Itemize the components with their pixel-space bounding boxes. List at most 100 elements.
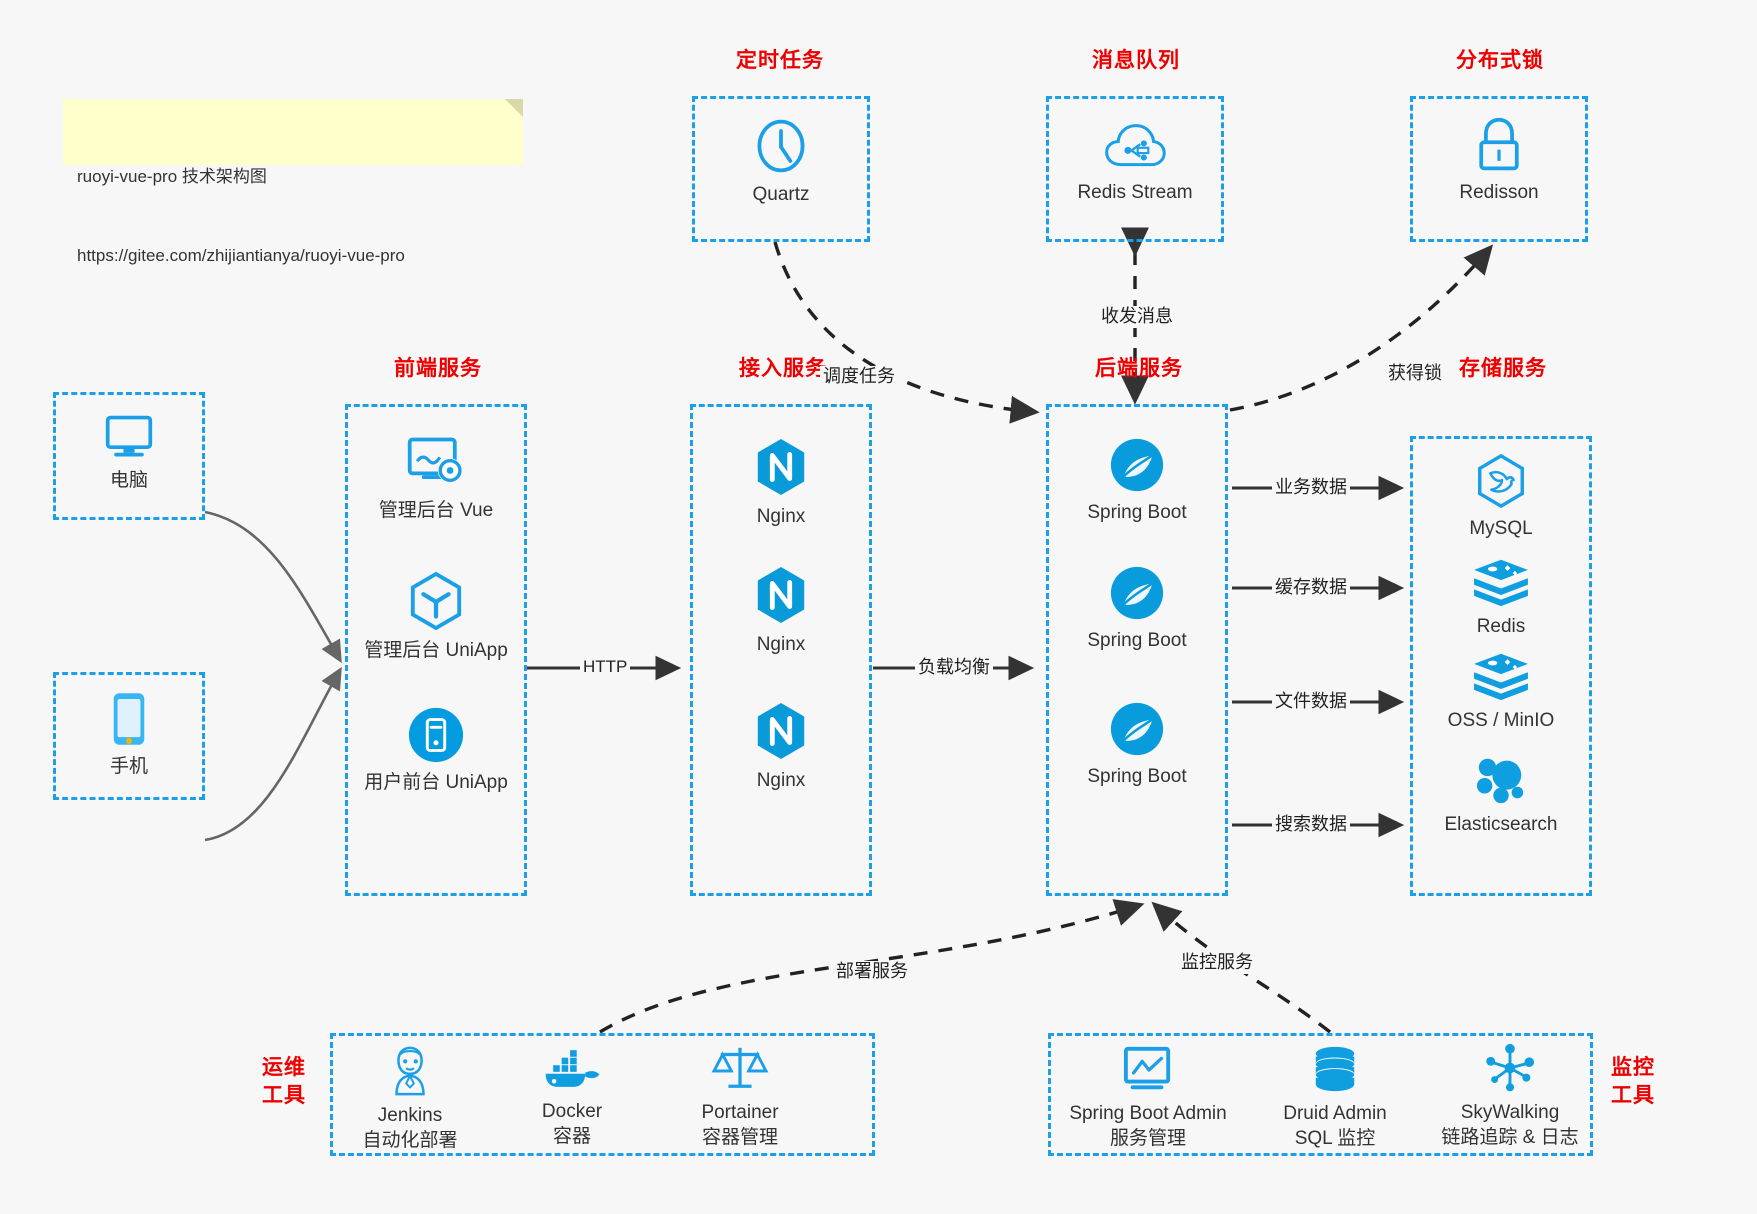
group-message-queue [1046,96,1224,242]
node-phone[interactable]: 手机 [53,690,205,780]
node-nginx-3[interactable]: Nginx [690,700,872,794]
group-gateway [690,404,872,896]
node-sublabel: 容器 [552,1125,591,1147]
note-fold-corner [505,99,523,117]
lock-icon [1471,116,1527,174]
group-title-scheduled-task: 定时任务 [736,49,824,72]
nginx-icon [752,564,810,626]
group-title-message-queue: 消息队列 [1092,49,1180,72]
node-label: Spring Boot [1087,630,1187,651]
note-title: ruoyi-vue-pro 技术架构图 [77,166,267,186]
group-phone [53,672,205,800]
node-nginx-1[interactable]: Nginx [690,436,872,530]
spring-boot-icon [1108,436,1166,494]
group-devops [330,1033,875,1156]
group-distributed-lock [1410,96,1588,242]
group-backend [1046,404,1228,896]
edge-label-cache-data: 缓存数据 [1272,577,1350,599]
node-admin-vue[interactable]: 管理后台 Vue [345,434,527,524]
group-title-gateway: 接入服务 [739,357,827,380]
edge-label-monitor-service: 监控服务 [1178,952,1256,974]
node-druid-admin[interactable]: Druid Admin SQL 监控 [1250,1045,1420,1151]
node-label: 管理后台 Vue [378,500,494,521]
node-sublabel: 服务管理 [1109,1127,1186,1149]
devops-title-line1: 运维 [262,1056,306,1079]
node-label: 用户前台 UniApp [364,772,508,793]
node-computer[interactable]: 电脑 [53,412,205,494]
object-storage-icon [1470,650,1532,702]
monitor-chart-icon [1119,1045,1177,1095]
node-docker[interactable]: Docker 容器 [492,1045,652,1149]
node-label: Nginx [756,770,806,791]
mysql-dolphin-icon [1472,452,1530,510]
edge-label-load-balance: 负载均衡 [915,657,993,679]
group-storage [1410,436,1592,896]
node-sublabel: 自动化部署 [362,1129,458,1151]
node-mysql[interactable]: MySQL [1410,452,1592,542]
docker-whale-icon [540,1045,604,1093]
node-label: Nginx [756,506,806,527]
note-box: ruoyi-vue-pro 技术架构图 https://gitee.com/zh… [63,99,523,265]
uniapp-cube-icon [407,570,465,632]
group-title-storage: 存储服务 [1459,357,1547,380]
node-redis-stream[interactable]: Redis Stream [1046,118,1224,206]
note-url: https://gitee.com/zhijiantianya/ruoyi-vu… [77,245,405,265]
node-label: 管理后台 UniApp [364,640,508,661]
node-redis[interactable]: Redis [1410,556,1592,640]
edge-label-schedule-task: 调度任务 [820,366,898,388]
node-user-uniapp[interactable]: 用户前台 UniApp [345,706,527,796]
group-title-frontend: 前端服务 [394,357,482,380]
node-label: MySQL [1469,518,1533,539]
group-frontend [345,404,527,896]
monitor-title-line1: 监控 [1611,1056,1655,1079]
node-spring-boot-admin[interactable]: Spring Boot Admin 服务管理 [1048,1045,1248,1151]
node-quartz[interactable]: Quartz [692,116,870,208]
node-admin-uniapp[interactable]: 管理后台 UniApp [345,570,527,664]
node-redisson[interactable]: Redisson [1410,116,1588,206]
group-title-monitor: 监控 工具 [1605,1054,1661,1111]
jenkins-butler-icon [383,1045,437,1097]
edge-label-deploy-service: 部署服务 [833,961,911,983]
smartphone-icon [108,690,150,748]
node-label: Spring Boot [1087,766,1187,787]
node-label: Portainer [701,1102,779,1123]
group-title-devops: 运维 工具 [256,1054,312,1111]
edge-label-send-receive-message: 收发消息 [1098,306,1176,328]
node-springboot-1[interactable]: Spring Boot [1046,436,1228,526]
group-computer [53,392,205,520]
edge-label-file-data: 文件数据 [1272,691,1350,713]
nginx-icon [752,436,810,498]
redis-stack-icon [1470,556,1532,608]
edge-label-acquire-lock: 获得锁 [1385,363,1445,385]
node-portainer[interactable]: Portainer 容器管理 [655,1042,825,1150]
group-monitor [1048,1033,1593,1156]
node-springboot-3[interactable]: Spring Boot [1046,700,1228,790]
nginx-icon [752,700,810,762]
node-label: Redis Stream [1077,182,1193,203]
elasticsearch-icon [1472,752,1530,806]
group-title-distributed-lock: 分布式锁 [1456,49,1544,72]
node-jenkins[interactable]: Jenkins 自动化部署 [330,1045,490,1153]
node-skywalking[interactable]: SkyWalking 链路追踪 & 日志 [1420,1042,1600,1150]
clock-icon [751,116,811,176]
edge-phone-to-frontend [204,666,342,842]
node-label: Jenkins [377,1105,443,1126]
group-scheduled-task [692,96,870,242]
mobile-app-circle-icon [407,706,465,764]
monitor-title-line2: 工具 [1611,1084,1655,1108]
skywalking-node-icon [1482,1042,1538,1094]
node-sublabel: 链路追踪 & 日志 [1441,1126,1579,1148]
node-label: 电脑 [109,470,148,491]
node-oss-minio[interactable]: OSS / MinIO [1410,650,1592,734]
edge-schedule-task [773,241,1040,424]
node-sublabel: 容器管理 [701,1126,778,1148]
node-elasticsearch[interactable]: Elasticsearch [1410,752,1592,838]
node-label: Elasticsearch [1444,814,1558,835]
edge-acquire-lock [1229,244,1494,412]
node-nginx-2[interactable]: Nginx [690,564,872,658]
node-label: Redis [1476,616,1526,637]
dashboard-settings-icon [405,434,467,492]
node-springboot-2[interactable]: Spring Boot [1046,564,1228,654]
edge-computer-to-frontend [204,510,342,664]
